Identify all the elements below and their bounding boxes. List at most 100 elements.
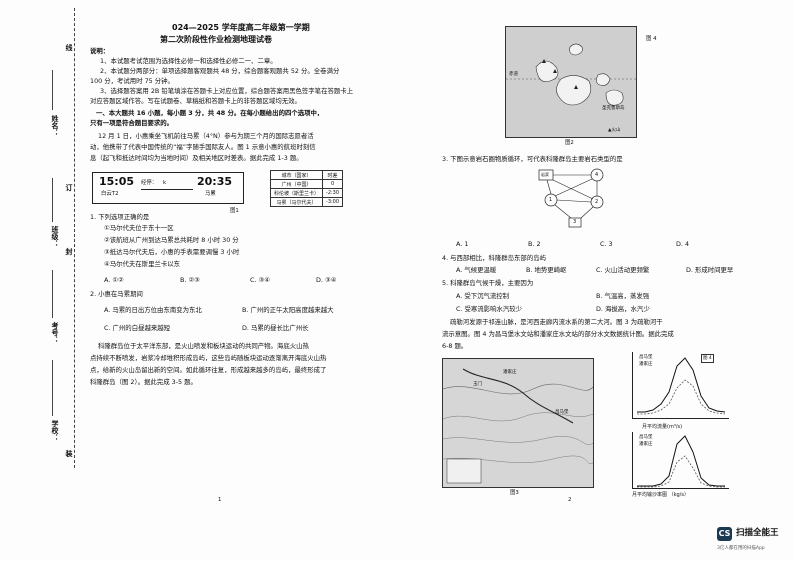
flow-chart-graphic — [637, 357, 726, 415]
option-b[interactable]: B. 2 — [528, 240, 541, 248]
node-label: 4 — [595, 172, 599, 178]
node-label: 1 — [549, 197, 553, 203]
binding-line — [74, 8, 75, 468]
passage-line: 科隆群岛（图 2）。据此完成 3-5 题。 — [90, 378, 197, 386]
option-d[interactable]: D. 4 — [676, 240, 690, 248]
passage-line: 点持续不断喷发，岩浆冷却堆积形成岛屿，这些岛屿随板块运动逐渐离开海底火山热 — [90, 354, 327, 362]
depart-place: 白云T2 — [101, 191, 119, 197]
class-label: 班级： — [51, 226, 59, 247]
option-b[interactable]: B. ②③ — [180, 276, 200, 284]
school-label: 学校： — [51, 420, 59, 441]
shule-river-map: 潘家庄 昌马堡 玉门 — [442, 358, 594, 488]
option-c[interactable]: C. 3 — [600, 240, 613, 248]
passage-line: 息（起飞和抵达时间均为当地时间）及相关地区时差表。据此完成 1-3 题。 — [90, 154, 303, 162]
notes-line: 1、本试题考试范围为选择性必修一和选择性必修二一、二章。 — [100, 57, 277, 65]
binding-mark: 装 — [65, 450, 73, 457]
station-label: 潘家庄 — [503, 370, 517, 375]
option-d[interactable]: D. 形成时间更早 — [686, 266, 734, 274]
notes-line: 2、本试题分两部分：单项选择题客观题共 48 分，综合题客观题共 52 分。全卷… — [100, 67, 340, 75]
statement-item: ③抵达马尔代夫后，小惠的手表需要调慢 3 小时 — [104, 248, 240, 256]
city-label: 玉门 — [473, 382, 482, 387]
option-b[interactable]: B. 广州的正午太阳高度越来越大 — [242, 306, 334, 314]
legend-item: 潘家庄 — [639, 362, 653, 367]
magma-label: 岩浆 — [541, 172, 549, 177]
station-label: 昌马堡 — [555, 410, 569, 415]
page-number: 1 — [218, 497, 222, 503]
rock-cycle-graphic — [538, 168, 604, 228]
question-stem: 2. 小惠在马累期间 — [90, 290, 143, 298]
sediment-chart-graphic — [637, 435, 725, 488]
table-header: 城市（国家） — [269, 170, 324, 180]
question-stem: 3. 下图示意岩石圈物质循环，可代表科隆群岛主要岩石类型的是 — [442, 155, 623, 163]
sediment-chart: 昌马堡 潘家庄 — [632, 432, 729, 489]
option-a[interactable]: A. 受下沉气流控制 — [456, 292, 510, 300]
passage-line: 流示意图。图 4 为昌马堡水文站和潘家庄水文站的部分水文数据统计图。据此完成 — [442, 330, 674, 338]
rock-cycle-diagram: 岩浆 1 2 3 4 — [537, 166, 617, 230]
option-c[interactable]: C. 受寒流影响水汽较少 — [456, 305, 523, 313]
node-label: 3 — [573, 219, 577, 225]
page-number: 2 — [568, 497, 572, 503]
statement-item: ②该航班从广州到达马累总共耗时 8 小时 30 分 — [104, 236, 239, 244]
section-heading: 一、本大题共 16 小题，每小题 3 分，共 48 分。在每小题给出的四个选项中… — [96, 109, 324, 117]
binding-mark: 订 — [65, 184, 73, 191]
option-d[interactable]: D. 马累的昼长比广州长 — [242, 324, 309, 332]
school-field[interactable] — [52, 360, 53, 416]
name-field[interactable] — [52, 70, 53, 110]
option-a[interactable]: A. 马累的日出方位由东南变为东北 — [104, 306, 202, 314]
map-graphic — [506, 27, 636, 137]
legend-item: 潘家庄 — [639, 442, 653, 447]
question-stem: 1. 下列选项正确的是 — [90, 213, 150, 221]
option-c[interactable]: C. ③④ — [250, 276, 270, 284]
section-heading: 只有一项是符合题目要求的。 — [90, 119, 174, 127]
figure-label: 图 4 — [646, 36, 657, 42]
flow-chart: 图 4 昌马堡 潘家庄 — [632, 352, 729, 419]
volcano-legend: ▲火山 — [608, 128, 621, 133]
option-b[interactable]: B. 地势更崎岖 — [526, 266, 567, 274]
option-c[interactable]: C. 火山活动更频繁 — [596, 266, 650, 274]
class-field[interactable] — [52, 178, 53, 222]
option-c[interactable]: C. 广州的白昼越来越短 — [104, 324, 171, 332]
binding-mark: 线 — [65, 44, 73, 51]
flight-info-box: 15:05 白云T2 经停： k 20:35 马累 — [92, 172, 244, 204]
statement-item: ①马尔代夫位于东十一区 — [104, 224, 174, 232]
arrive-time: 20:35 — [197, 175, 233, 188]
arrive-place: 马累 — [205, 191, 216, 197]
table-cell: -2:30 — [322, 188, 344, 198]
passage-line: 点，给新的火山岛留出新的空间。如此循环往复，形成越来越多的岛屿，最终形成了 — [90, 366, 327, 374]
exam-title-line1: 024—2025 学年度高二年级第一学期 — [172, 23, 310, 32]
chart-xlabel: 月平均输沙率图 （kg/s） — [632, 492, 689, 498]
chart-label: 图 4 — [701, 354, 714, 363]
via-place: k — [163, 180, 167, 186]
statement-item: ④马尔代夫在斯里兰卡以东 — [104, 260, 181, 268]
name-label: 姓名： — [51, 115, 59, 136]
option-a[interactable]: A. 1 — [456, 240, 469, 248]
exam-title-line2: 第二次阶段性作业检测地理试卷 — [160, 35, 272, 44]
exam-id-label: 考号： — [51, 322, 59, 343]
figure-caption: 图1 — [230, 208, 239, 214]
camscanner-tagline: 3亿人都在用的扫描App — [717, 546, 765, 551]
notes-line: 对应答题区域作答。写在试题卷、草稿纸和答题卡上的非答题区域均无效。 — [90, 97, 301, 105]
galapagos-map: 赤道 圣克鲁斯岛 ▲火山 — [505, 26, 637, 138]
camscanner-brand: 扫描全能王 — [736, 528, 779, 538]
legend-item: 昌马堡 — [639, 355, 653, 360]
option-d[interactable]: D. 海拔高，水汽少 — [596, 305, 650, 313]
notes-line: 3、选择题答案用 2B 铅笔填涂在答题卡上对应位置，综合题答案用黑色签字笔在答题… — [100, 87, 354, 95]
table-cell: 0 — [322, 179, 344, 189]
option-a[interactable]: A. 气候更温暖 — [456, 266, 497, 274]
flight-arrow — [141, 189, 193, 190]
option-d[interactable]: D. ③④ — [316, 276, 337, 284]
passage-line: 疏勒河发源于祁连山脉，是河西走廊内流水系的第二大河。图 3 为疏勒河干 — [450, 318, 663, 326]
island-label: 圣克鲁斯岛 — [602, 106, 625, 111]
question-stem: 5. 科隆群岛气候干燥，主要因为 — [442, 279, 534, 287]
option-a[interactable]: A. ①② — [104, 276, 124, 284]
time-zone-table: 城市（国家）时差 广州（中国）0 科伦坡（斯里兰卡）-2:30 马累（马尔代夫）… — [269, 170, 344, 207]
exam-id-field[interactable] — [52, 270, 53, 318]
passage-line: 12 月 1 日，小惠乘坐飞机前往马累（4°N）参与为期三个月的国际志愿者活 — [98, 132, 314, 140]
table-cell: -3:00 — [322, 197, 344, 207]
option-b[interactable]: B. 气温高，蒸发强 — [596, 292, 650, 300]
table-cell: 科伦坡（斯里兰卡） — [269, 188, 324, 198]
table-cell: 马累（马尔代夫） — [269, 197, 324, 207]
passage-line: 科隆群岛位于太平洋东部，是火山喷发和板块运动的共同产物。海底火山热 — [98, 342, 309, 350]
depart-time: 15:05 — [99, 175, 135, 188]
figure-caption: 图3 — [510, 490, 519, 496]
